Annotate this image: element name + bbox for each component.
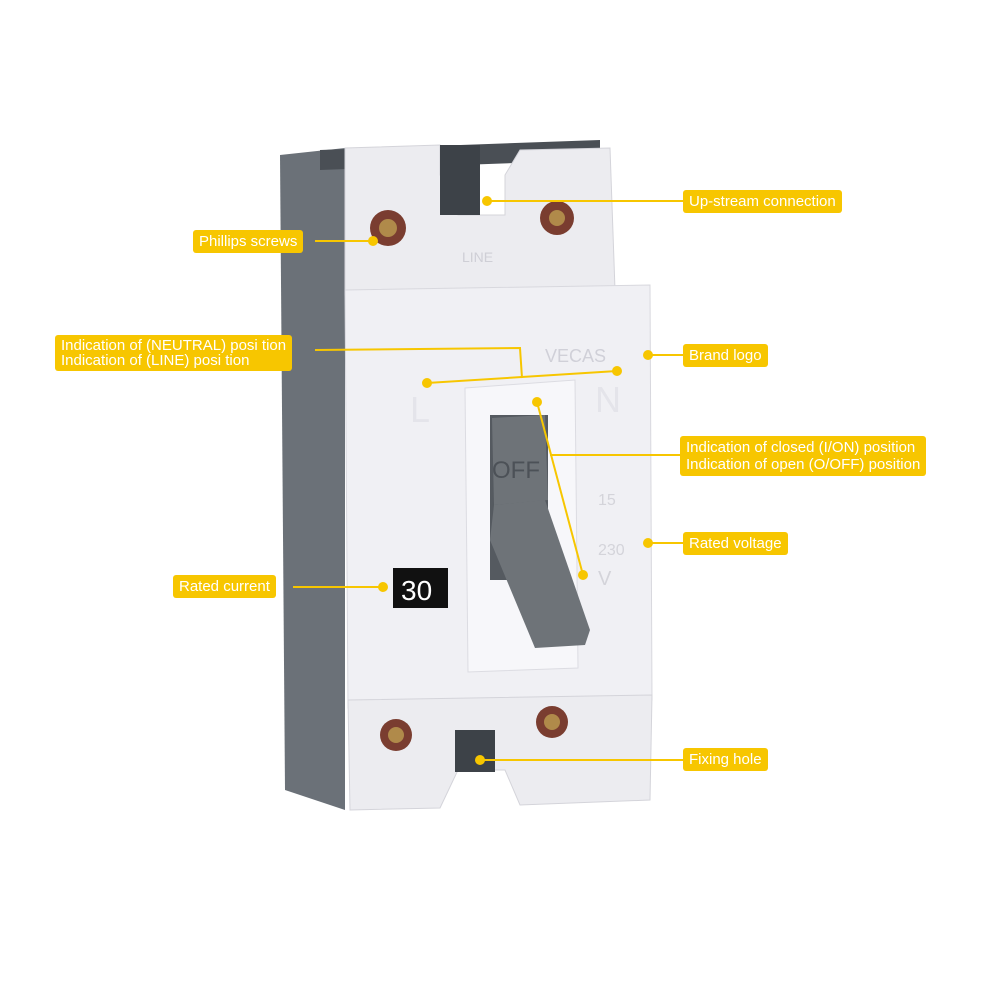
svg-text:L: L: [410, 389, 430, 430]
fixing-hole: [455, 730, 495, 772]
breaker-side: [280, 148, 345, 810]
line-marking: LINE: [462, 249, 493, 265]
svg-text:15: 15: [598, 492, 616, 509]
callout-lines: [293, 200, 683, 761]
rated-current-value: 30: [401, 575, 432, 606]
callout-upstream-connection: Up-stream connection: [683, 190, 842, 213]
callout-fixing-hole: Fixing hole: [683, 748, 768, 771]
callout-brand-logo: Brand logo: [683, 344, 768, 367]
bottom-terminal-block: [347, 694, 653, 811]
handle-off-text: OFF: [492, 457, 540, 484]
callout-dots: [368, 196, 653, 765]
brand-logo: VECAS: [545, 346, 606, 366]
callout-phillips-screws: Phillips screws: [193, 230, 304, 253]
rated-current-badge: [393, 568, 448, 608]
svg-text:V: V: [598, 568, 612, 590]
svg-text:230: 230: [598, 542, 625, 559]
toggle-handle[interactable]: [492, 415, 548, 505]
svg-text:N: N: [595, 379, 621, 420]
toggle-lever[interactable]: [490, 500, 590, 648]
callout-rated-current: Rated current: [173, 575, 276, 598]
callout-rated-voltage: Rated voltage: [683, 532, 788, 555]
